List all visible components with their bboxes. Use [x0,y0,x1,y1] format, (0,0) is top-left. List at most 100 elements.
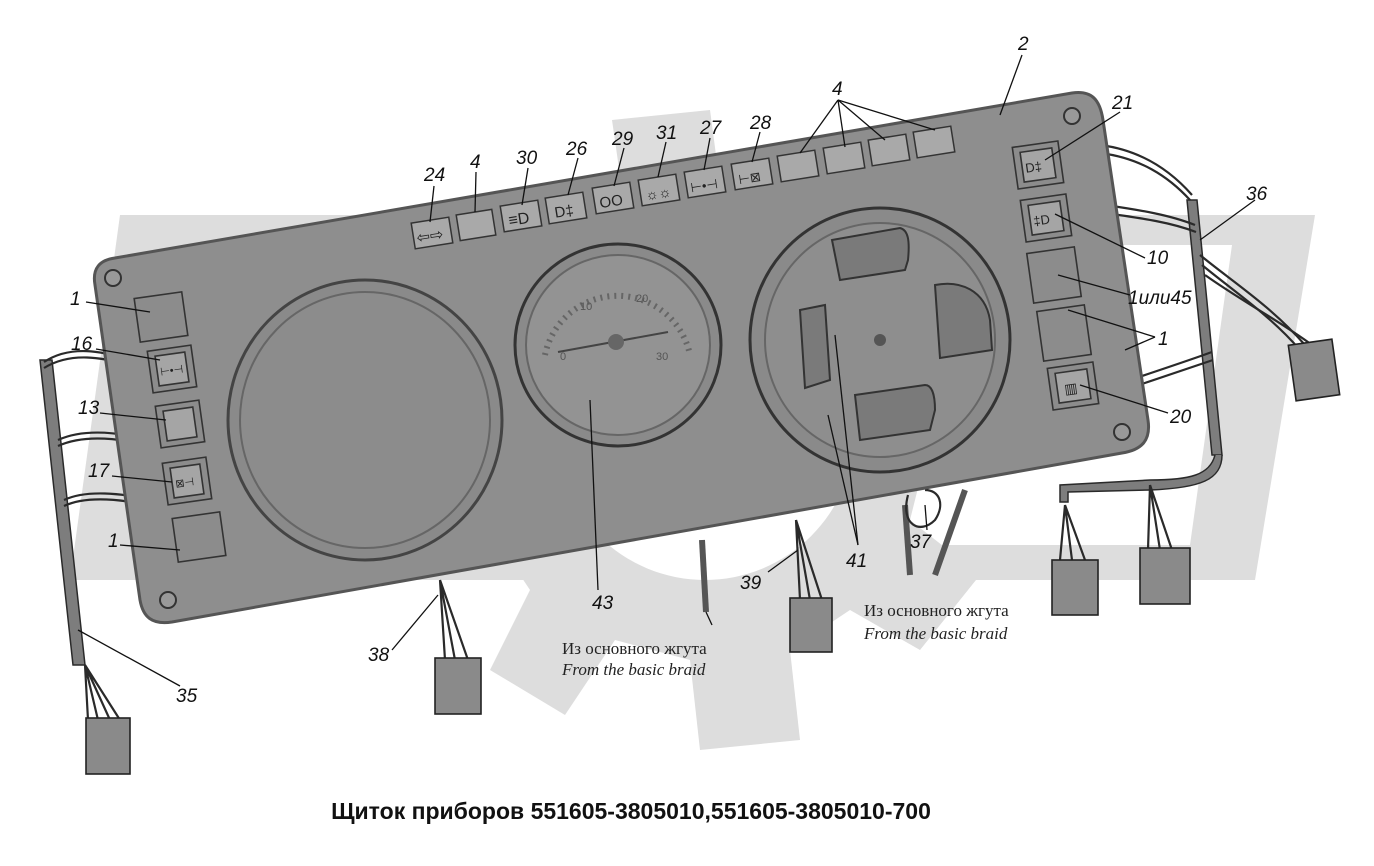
indicator-4-left [455,208,497,242]
connector-right-b [1139,547,1191,605]
fog-light-icon: ‡D [1032,212,1051,229]
braid-right-a [902,504,913,576]
indicator-row: ⇦⇨ ≡D D‡ OO ☼☼ ⊢•⊣ ⊢⊠ [410,125,956,250]
leader-24 [429,185,435,223]
axle-lock-icon: ⊢•⊣ [690,176,719,195]
gauge-left-face [239,291,491,549]
dial-number-20: 20 [636,293,648,305]
leader-4-d [837,99,936,131]
switch-column-left: ⊢•⊣ ⊠⊣ [133,290,227,564]
switch-16-key [154,351,190,387]
callout-1-top-left: 1 [70,289,81,310]
high-beam-icon: ≡D [507,210,530,230]
connector-35 [85,717,131,775]
leader-31 [657,141,667,178]
screw-bottom-left [159,591,177,609]
leader-17 [111,475,173,483]
gauge-middle: 0 10 20 30 [513,242,723,448]
callout-labels: 1 16 13 17 1 2 4 4 24 30 26 29 31 27 28 … [70,34,1268,707]
gauge-right-combo [748,206,1012,474]
dial-number-10: 10 [580,301,592,313]
leader-1b [119,544,181,551]
leader-26 [567,157,579,196]
indicator-4-c [867,133,911,167]
connectors [85,338,1341,775]
callout-31: 31 [656,123,677,144]
callout-1-right: 1 [1158,329,1169,350]
indicator-4-a [776,149,820,183]
connector-right-a [1051,559,1099,616]
braid-right-b [932,489,968,576]
callout-43: 43 [592,593,614,614]
dial-number-0: 0 [560,351,566,363]
leader-braid-left [705,611,713,626]
leader-27 [703,137,711,171]
connector-36 [1287,338,1341,402]
switch-21-key [1019,147,1057,183]
wire-fan-38 [438,579,470,661]
turn-signal-icon: ⇦⇨ [415,226,444,247]
leader-37 [924,504,928,531]
note-left-ru: Из основного жгута [562,639,707,658]
callout-35: 35 [176,686,198,707]
leader-4-b [837,99,846,148]
connector-38 [434,657,482,715]
callout-2: 2 [1017,34,1029,55]
callout-39: 39 [740,573,762,594]
wire-fan-right-a [1058,504,1087,561]
callout-37: 37 [910,532,933,553]
glow-plug-icon: ☼☼ [644,183,672,203]
indicator-27 [683,165,727,199]
note-left-en: From the basic braid [561,660,706,679]
wire-fan-right-b [1146,484,1174,551]
callout-16: 16 [71,334,93,355]
switch-slot-1-bottom [171,510,227,564]
leader-1a [85,301,151,313]
leader-36 [1199,199,1256,241]
switch-slot-1-top [133,290,189,344]
wire-right-1 [1099,143,1193,196]
subgauge-bottom [853,383,937,442]
braid-left [699,539,709,613]
callout-4-group: 4 [832,79,843,100]
gauge-middle-scale [542,292,693,356]
callout-36: 36 [1246,184,1268,205]
leader-29 [613,147,625,187]
fog-light-icon: D‡ [1024,159,1043,176]
callout-41: 41 [846,551,867,572]
screw-bottom-right [1113,423,1131,441]
callout-13: 13 [78,398,100,419]
leader-41-a [827,414,859,546]
callout-38: 38 [368,645,390,666]
leader-38 [391,594,439,651]
screw-top-right [1063,107,1081,125]
fog-light-icon: D‡ [553,202,575,222]
subgauge-left [798,303,832,390]
subgauge-right [933,282,994,360]
callout-10: 10 [1147,248,1169,269]
callout-1-or-45: 1или45 [1128,288,1192,309]
callout-21: 21 [1111,93,1133,114]
wire-fan-39 [794,519,824,601]
diff-lock-icon: ⊢⊠ [738,169,762,187]
leader-10 [1054,213,1146,259]
callout-26: 26 [565,139,588,160]
callout-28: 28 [749,113,772,134]
screw-top-left [104,269,122,287]
wire-loop-37 [905,488,942,528]
subgauge-top [830,226,910,282]
switch-10-key [1027,200,1065,236]
leader-30 [521,167,529,206]
leader-1c [1067,309,1156,338]
leader-4-a [799,99,839,154]
indicator-26 [544,191,588,225]
gauge-right-center [874,334,886,346]
note-right-en: From the basic braid [863,624,1008,643]
indicator-28 [730,157,774,191]
callout-20: 20 [1169,407,1192,428]
callout-29: 29 [611,129,634,150]
wire-36-3 [1204,274,1313,346]
connector-39 [789,597,833,653]
